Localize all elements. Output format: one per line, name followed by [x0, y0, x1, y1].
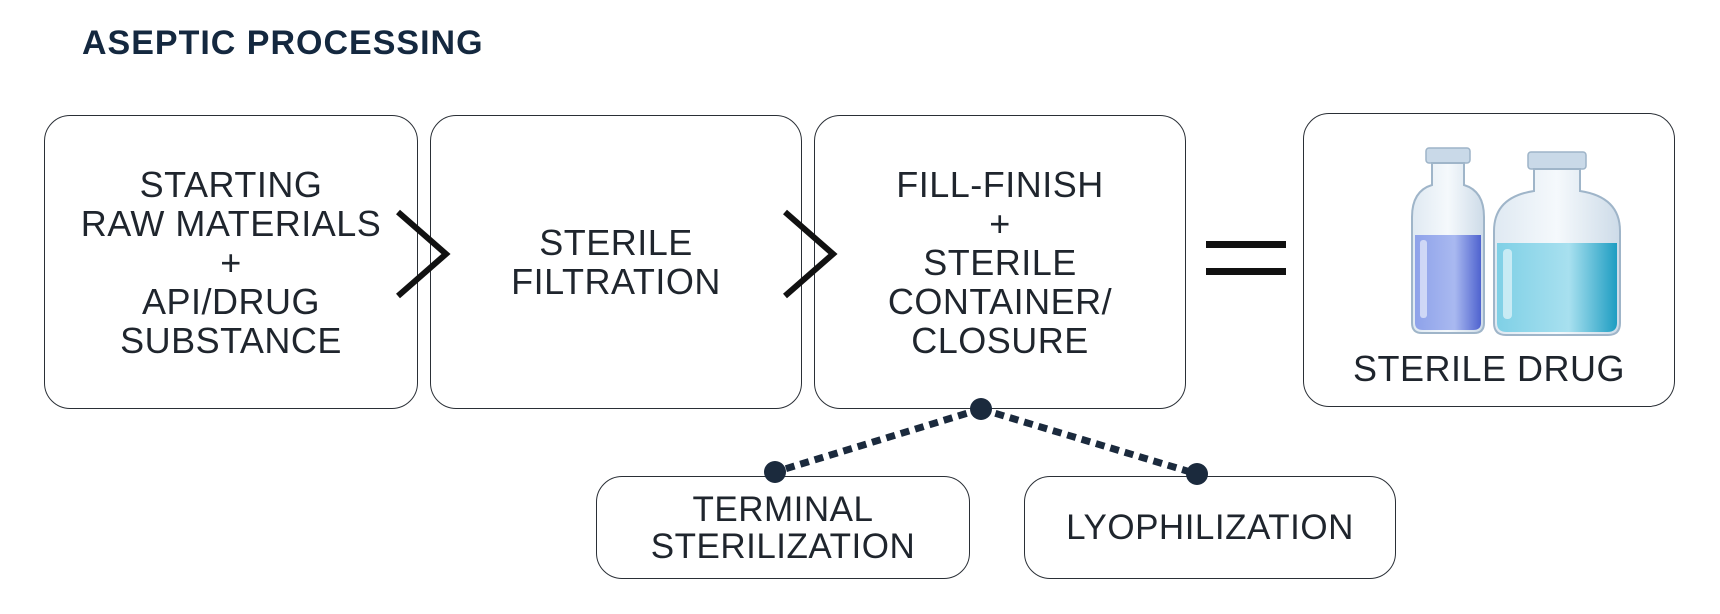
substep-line: LYOPHILIZATION — [1066, 508, 1354, 547]
dotted-branch-right — [979, 405, 1199, 478]
branch-node — [764, 461, 786, 483]
step-line: STERILE — [923, 241, 1077, 283]
step-text: STERILE FILTRATION — [511, 223, 721, 301]
equals-icon-top — [1206, 241, 1286, 248]
step-line: API/DRUG — [141, 280, 321, 322]
vials-icon — [1411, 147, 1621, 336]
branch-node — [1186, 463, 1208, 485]
substep-terminal-sterilization: TERMINAL STERILIZATION — [596, 476, 970, 579]
substep-text: LYOPHILIZATION — [1066, 509, 1354, 546]
substep-lyophilization: LYOPHILIZATION — [1024, 476, 1396, 579]
step-line: RAW MATERIALS — [80, 202, 382, 244]
step-line: FILTRATION — [511, 261, 721, 302]
dotted-branch-left — [773, 405, 983, 476]
step-line: + — [220, 241, 242, 283]
step-line: SUBSTANCE — [120, 319, 342, 361]
substep-line: STERILIZATION — [650, 526, 916, 566]
step-line: CLOSURE — [911, 319, 1089, 361]
result-label: STERILE DRUG — [1352, 348, 1626, 389]
step-starting-materials: STARTING RAW MATERIALS + API/DRUG SUBSTA… — [44, 115, 418, 409]
step-line: + — [989, 202, 1011, 244]
substep-text: TERMINAL STERILIZATION — [651, 491, 916, 565]
step-line: CONTAINER/ — [887, 280, 1113, 322]
diagram-title: ASEPTIC PROCESSING — [82, 24, 484, 62]
chevron-right-icon — [783, 209, 838, 299]
chevron-right-icon — [396, 209, 451, 299]
step-line: STERILE — [539, 222, 693, 263]
step-line: FILL-FINISH — [896, 163, 1104, 205]
step-text: FILL-FINISH + STERILE CONTAINER/ CLOSURE — [888, 165, 1112, 360]
step-sterile-filtration: STERILE FILTRATION — [430, 115, 802, 409]
substep-line: TERMINAL — [692, 489, 874, 529]
branch-node — [970, 398, 992, 420]
equals-icon-bottom — [1206, 268, 1286, 275]
step-fill-finish: FILL-FINISH + STERILE CONTAINER/ CLOSURE — [814, 115, 1186, 409]
step-line: STARTING — [139, 163, 323, 205]
step-text: STARTING RAW MATERIALS + API/DRUG SUBSTA… — [81, 165, 382, 360]
